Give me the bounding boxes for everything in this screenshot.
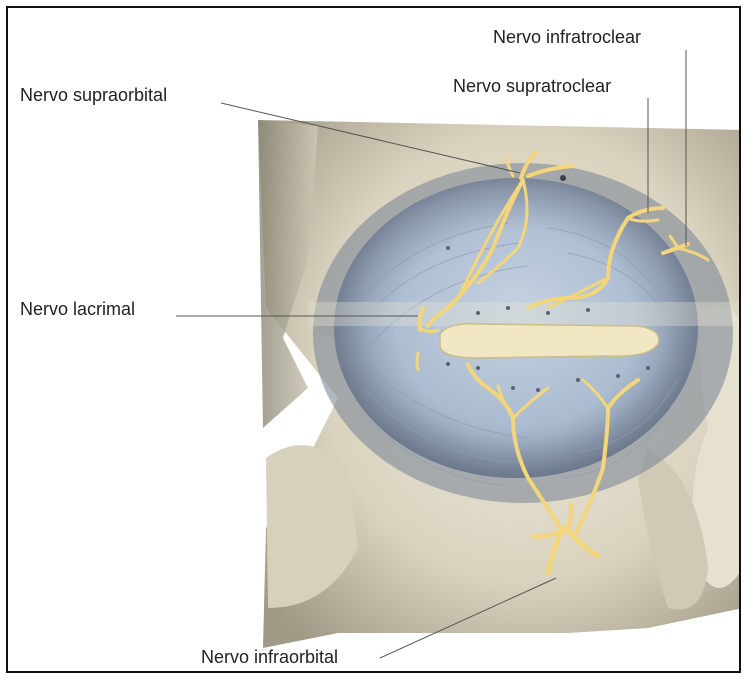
label-nervo-supraorbital: Nervo supraorbital — [20, 86, 167, 104]
label-nervo-infraorbital: Nervo infraorbital — [201, 648, 338, 666]
figure-frame: Nervo infratroclear Nervo supraorbital N… — [6, 6, 741, 673]
tarsal-plate — [440, 324, 659, 358]
orbit-illustration — [8, 8, 741, 673]
label-nervo-infratroclear: Nervo infratroclear — [493, 28, 641, 46]
label-nervo-lacrimal: Nervo lacrimal — [20, 300, 135, 318]
label-nervo-supratroclear: Nervo supratroclear — [453, 77, 611, 95]
